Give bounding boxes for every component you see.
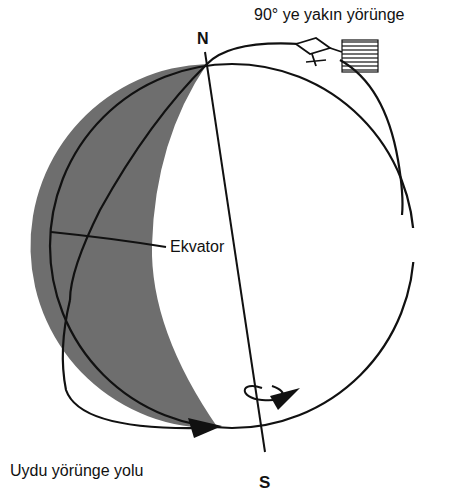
equator-label: Ekvator: [170, 238, 224, 256]
gap: [404, 228, 418, 262]
orbit-arrow: [188, 418, 222, 438]
orbit-right: [340, 60, 403, 215]
orbit-front: [70, 64, 207, 300]
rotation-arrow: [270, 388, 300, 410]
equator-line: [51, 232, 166, 247]
orbit-path-label: Uydu yörünge yolu: [10, 462, 143, 480]
orbit-title: 90° ye yakın yörünge: [254, 6, 405, 24]
orbit-top: [207, 43, 300, 64]
north-pole-label: N: [197, 30, 209, 48]
orbit-bottom: [63, 300, 200, 428]
south-pole-label: S: [259, 474, 270, 493]
satellite: [296, 38, 378, 72]
earth-outline: [50, 64, 414, 428]
